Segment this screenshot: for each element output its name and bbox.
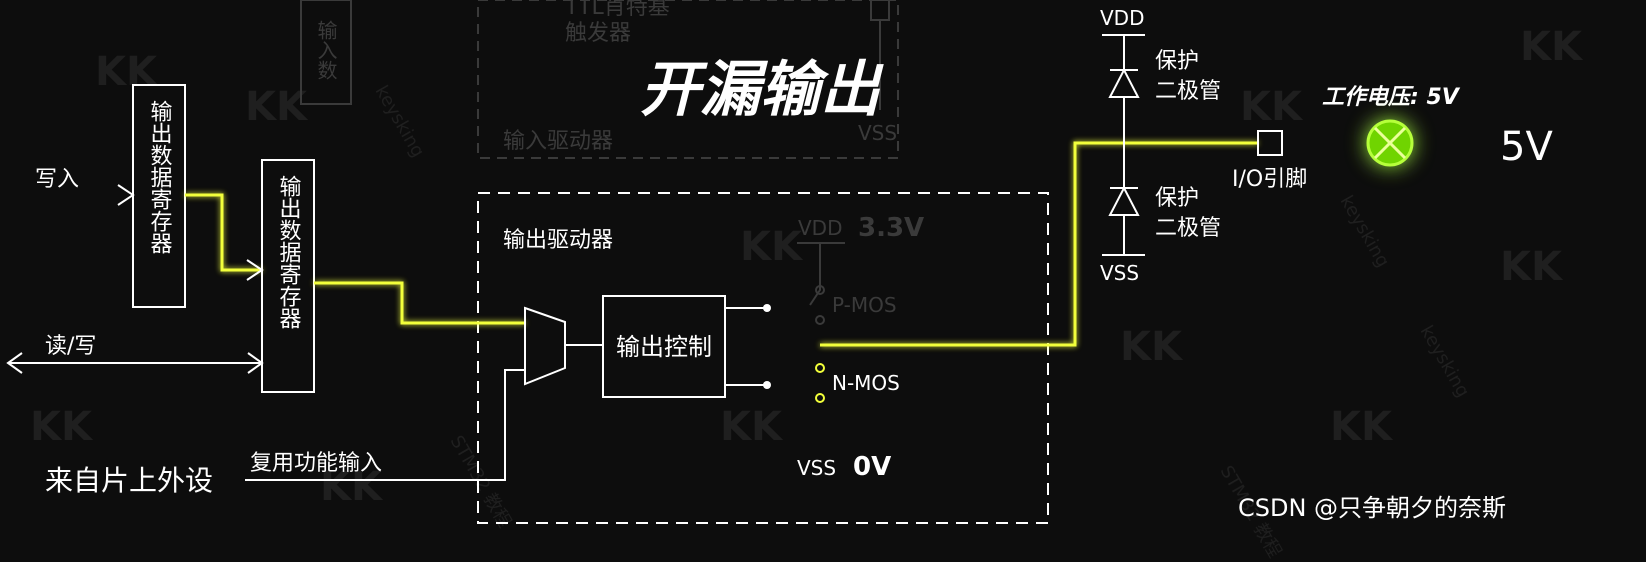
watermark-logo: KK — [30, 404, 94, 450]
watermark-text: keysking — [1336, 192, 1394, 271]
watermark-logo: KK — [1500, 244, 1564, 290]
protection-diodes: VDD 保护 二极管 保护 二极管 VSS — [1100, 6, 1221, 285]
pmos-label: P-MOS — [832, 293, 897, 317]
watermark-text: keysking — [371, 82, 429, 161]
pmos-vdd-value: 3.3V — [858, 213, 924, 243]
faded-input-label: 输入数 — [314, 20, 338, 80]
watermark-logo: KK — [720, 404, 784, 450]
output-data-register-2-label: 输出数据寄存器 — [276, 175, 302, 329]
faded-input-section: 输入数 TTL肖特基 触发器 输入驱动器 VSS — [300, 0, 899, 159]
output-driver-label: 输出驱动器 — [503, 228, 613, 253]
watermark-text: keysking — [1416, 322, 1474, 401]
working-voltage-label: 工作电压: 5V — [1322, 85, 1461, 110]
diode-top-label-2: 二极管 — [1155, 79, 1221, 104]
write-label: 写入 — [35, 167, 79, 192]
watermark-logo: KK — [320, 464, 384, 510]
diode-vss-label: VSS — [1100, 261, 1139, 285]
peripheral-source-label: 来自片上外设 — [45, 464, 213, 497]
read-write-label: 读/写 — [45, 334, 96, 359]
diode-top-icon — [1108, 67, 1140, 98]
diode-vdd-label: VDD — [1100, 6, 1144, 30]
supply-voltage-label: 5V — [1500, 124, 1553, 170]
output-control-block — [602, 295, 726, 398]
output-control-label: 输出控制 — [616, 333, 712, 361]
diode-bottom-icon — [1108, 185, 1140, 216]
pmos-switch — [809, 243, 821, 306]
faded-vss-label: VSS — [858, 121, 897, 145]
nmos-vss-value: 0V — [853, 452, 891, 482]
faded-resistor — [870, 0, 890, 21]
output-data-signal-line — [314, 281, 525, 325]
nmos-label: N-MOS — [832, 371, 900, 395]
watermark-logo: KK — [1330, 404, 1394, 450]
diode-bottom-label-1: 保护 — [1155, 186, 1199, 211]
faded-input-register — [300, 0, 352, 105]
watermark-logo: KK — [1240, 84, 1304, 130]
io-pin-label: I/O引脚 — [1232, 167, 1307, 192]
output-data-register-1-label: 输出数据寄存器 — [147, 100, 173, 254]
faded-ttl-label: TTL肖特基 — [564, 0, 670, 20]
watermark-logo: KK — [1120, 324, 1184, 370]
faded-input-driver-box — [477, 0, 899, 159]
diode-top-label-1: 保护 — [1155, 49, 1199, 74]
nmos-contact — [815, 363, 825, 373]
credit-text: CSDN @只争朝夕的奈斯 — [1238, 494, 1506, 522]
pmos-contact — [815, 315, 825, 325]
nmos-vss-label: VSS — [797, 456, 836, 480]
alt-function-line — [245, 369, 525, 481]
watermark-logo: KK — [245, 84, 309, 130]
output-driver-box — [477, 192, 1049, 524]
watermark-logo: KK — [740, 224, 804, 270]
output-node-line — [820, 141, 1258, 347]
io-pin-box — [1257, 130, 1283, 156]
alt-function-input-label: 复用功能输入 — [250, 451, 382, 476]
diagram-title: 开漏输出 — [640, 55, 884, 125]
lamp-icon — [1366, 119, 1414, 167]
faded-trigger-label: 触发器 — [565, 21, 631, 46]
read-write-arrow-right — [247, 352, 264, 374]
watermark-logo: KK — [95, 49, 159, 95]
diode-bottom-label-2: 二极管 — [1155, 216, 1221, 241]
register-link-line — [185, 193, 262, 272]
faded-input-driver-label: 输入驱动器 — [503, 129, 613, 154]
pmos-contact — [815, 285, 825, 295]
read-write-arrow-left — [6, 352, 23, 374]
pmos-gate-terminal — [763, 304, 771, 312]
output-data-register-2 — [261, 159, 315, 393]
mux-symbol — [524, 306, 566, 386]
watermark-logo: KK — [1520, 24, 1584, 70]
nmos-contact — [815, 393, 825, 403]
nmos-gate-terminal — [763, 381, 771, 389]
pmos-vdd-label: VDD — [798, 216, 842, 240]
